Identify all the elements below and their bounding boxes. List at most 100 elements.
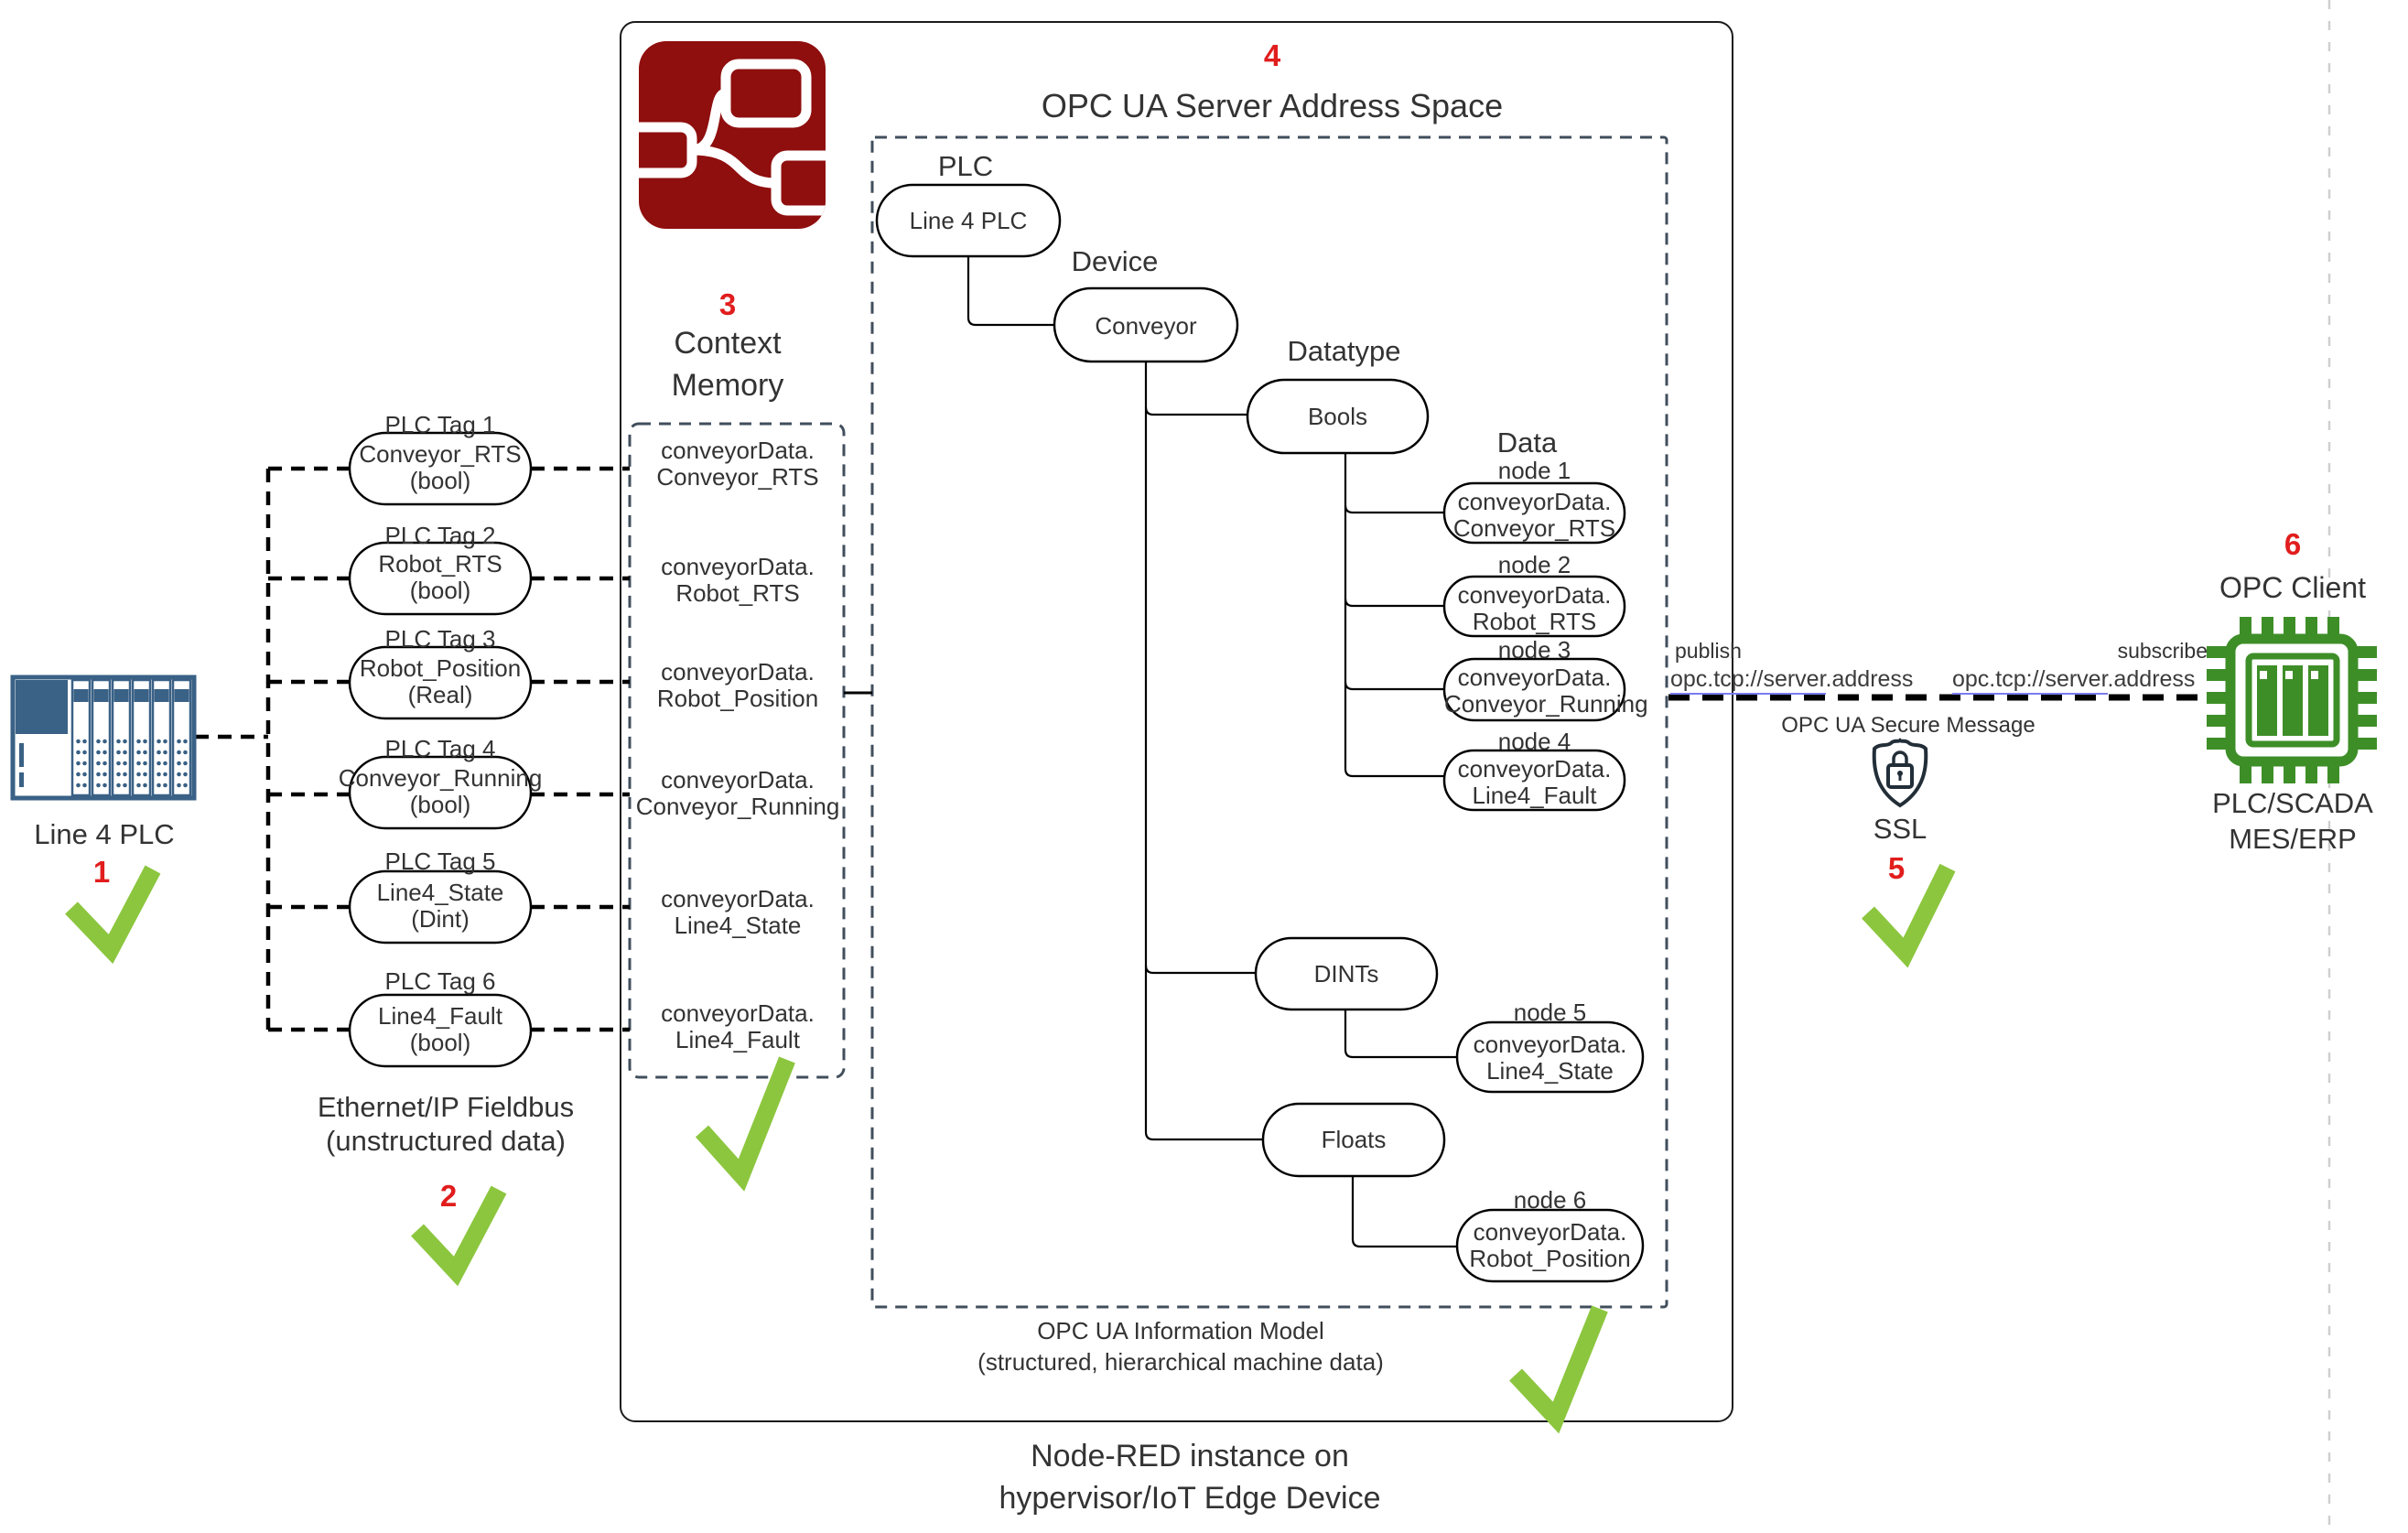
subscribe-label: subscribe <box>2117 639 2208 663</box>
opc-client-chip-icon <box>2207 617 2377 783</box>
data-node-label: node 3 <box>1497 636 1571 664</box>
line4-plc-caption: Line 4 PLC <box>34 818 175 850</box>
plc-tag-oval-text: Robot_Position(Real) <box>359 654 522 709</box>
opc-client-caption-line2: MES/ERP <box>2229 823 2357 855</box>
context-memory-entry: conveyorData.Line4_State <box>661 885 815 940</box>
context-memory-entry: conveyorData.Robot_RTS <box>661 553 815 608</box>
data-node-label: node 6 <box>1513 1186 1587 1214</box>
plc-tag-ovals <box>348 431 533 1068</box>
plc-tag-oval <box>348 869 533 945</box>
secure-message-label: OPC UA Secure Message <box>1781 713 2035 738</box>
tree-oval-node3 <box>1442 657 1626 722</box>
tree-node-floats: Floats <box>1321 1126 1387 1153</box>
data-node-text: conveyorData.Line4_Fault <box>1457 755 1612 810</box>
context-memory-title-line2: Memory <box>671 368 784 403</box>
instance-caption-line1: Node-RED instance on <box>1031 1439 1349 1474</box>
plc-tag-oval-text: Conveyor_RTS(bool) <box>359 440 522 495</box>
level-label-device: Device <box>1071 245 1159 277</box>
data-node-text: conveyorData.Conveyor_Running <box>1444 664 1648 718</box>
plc-tag-label: PLC Tag 6 <box>384 967 496 995</box>
context-memory-box <box>628 422 846 1079</box>
plc-tag-oval <box>348 993 533 1068</box>
step-number-4: 4 <box>1263 38 1281 72</box>
fieldbus-caption-line2: (unstructured data) <box>326 1125 566 1157</box>
checkmark-icon <box>65 865 161 965</box>
tree-connectors <box>966 256 1457 1248</box>
plc-tag-oval <box>348 541 533 616</box>
ssl-label: SSL <box>1873 813 1927 845</box>
data-node-label: node 5 <box>1513 999 1587 1026</box>
data-node-text: conveyorData.Conveyor_RTS <box>1452 488 1616 543</box>
plc-tag-label: PLC Tag 5 <box>384 847 496 875</box>
opc-client-caption-line1: PLC/SCADA <box>2212 787 2373 819</box>
publish-url-link[interactable]: opc.tcp://server.address <box>1670 666 1913 695</box>
plc-tag-oval <box>348 645 533 720</box>
tree-oval-floats <box>1261 1102 1446 1178</box>
plc-tag-oval <box>348 755 533 830</box>
tree-node-line4plc: Line 4 PLC <box>909 207 1028 234</box>
data-node-label: node 2 <box>1497 551 1571 578</box>
address-space-title: OPC UA Server Address Space <box>1041 87 1504 124</box>
level-label-datatype: Datatype <box>1287 335 1401 367</box>
checkmark-icon <box>1509 1305 1608 1434</box>
step-number-6: 6 <box>2284 527 2302 561</box>
context-memory-entry: conveyorData.Robot_Position <box>656 658 819 713</box>
tree-oval-node2 <box>1442 575 1626 638</box>
tree-oval-node1 <box>1442 481 1626 545</box>
step-number-2: 2 <box>439 1179 458 1213</box>
node-red-instance-box <box>620 21 1733 1422</box>
ssl-shield-icon <box>1872 738 1928 808</box>
tree-node-bools: Bools <box>1307 403 1368 430</box>
tree-node-conveyor: Conveyor <box>1095 312 1197 340</box>
plc-rack-icon <box>10 675 197 801</box>
info-model-caption-line1: OPC UA Information Model <box>1037 1317 1324 1344</box>
node-red-icon <box>639 41 826 229</box>
step-number-3: 3 <box>718 287 737 321</box>
info-model-caption-line2: (structured, hierarchical machine data) <box>977 1348 1384 1376</box>
tree-oval-node5 <box>1455 1020 1645 1094</box>
tree-oval-node4 <box>1442 749 1626 812</box>
data-node-text: conveyorData.Line4_State <box>1473 1031 1627 1085</box>
plc-tag-label: PLC Tag 1 <box>384 411 496 438</box>
plc-tag-oval-text: Robot_RTS(bool) <box>378 550 502 605</box>
level-label-plc: PLC <box>937 150 994 182</box>
checkmark-icon <box>695 1056 795 1192</box>
plc-tag-label: PLC Tag 2 <box>384 522 496 549</box>
plc-tag-oval <box>348 431 533 506</box>
context-memory-entry: conveyorData.Conveyor_Running <box>635 766 840 821</box>
tree-oval-node6 <box>1455 1208 1645 1283</box>
tree-oval-bools <box>1246 378 1430 455</box>
data-node-label: node 1 <box>1497 457 1571 484</box>
plc-tag-oval-text: Conveyor_Running(bool) <box>338 764 543 819</box>
tag-to-context-connectors <box>531 466 630 1032</box>
plc-tag-label: PLC Tag 4 <box>384 735 496 762</box>
tree-ovals <box>875 183 1645 1283</box>
instance-caption-line2: hypervisor/IoT Edge Device <box>999 1481 1381 1516</box>
publish-label: publish <box>1675 639 1742 663</box>
data-node-text: conveyorData.Robot_Position <box>1469 1218 1631 1273</box>
tree-oval-conveyor <box>1053 286 1239 363</box>
context-memory-entry: conveyorData.Conveyor_RTS <box>656 437 819 491</box>
step-number-5: 5 <box>1887 851 1906 885</box>
plc-tag-label: PLC Tag 3 <box>384 625 496 653</box>
tree-oval-line4plc <box>875 183 1062 258</box>
plc-tag-oval-text: Line4_State(Dint) <box>376 879 504 934</box>
level-label-data: Data <box>1496 426 1558 459</box>
checkmark-icon <box>411 1185 507 1287</box>
step-number-1: 1 <box>92 855 111 889</box>
plc-module-dots <box>76 739 188 788</box>
tree-node-dints: DINTs <box>1313 960 1379 988</box>
opc-client-title: OPC Client <box>2219 571 2367 604</box>
context-memory-entry: conveyorData.Line4_Fault <box>661 999 815 1054</box>
subscribe-url-link[interactable]: opc.tcp://server.address <box>1952 666 2195 695</box>
address-space-box <box>870 135 1668 1309</box>
fieldbus-connectors <box>195 466 350 1032</box>
data-node-label: node 4 <box>1497 728 1571 755</box>
checkmark-icon <box>1862 863 1956 968</box>
plc-tag-oval-text: Line4_Fault(bool) <box>378 1002 502 1057</box>
context-memory-title-line1: Context <box>674 326 782 361</box>
tree-oval-dints <box>1254 936 1439 1011</box>
data-node-text: conveyorData.Robot_RTS <box>1457 581 1612 636</box>
